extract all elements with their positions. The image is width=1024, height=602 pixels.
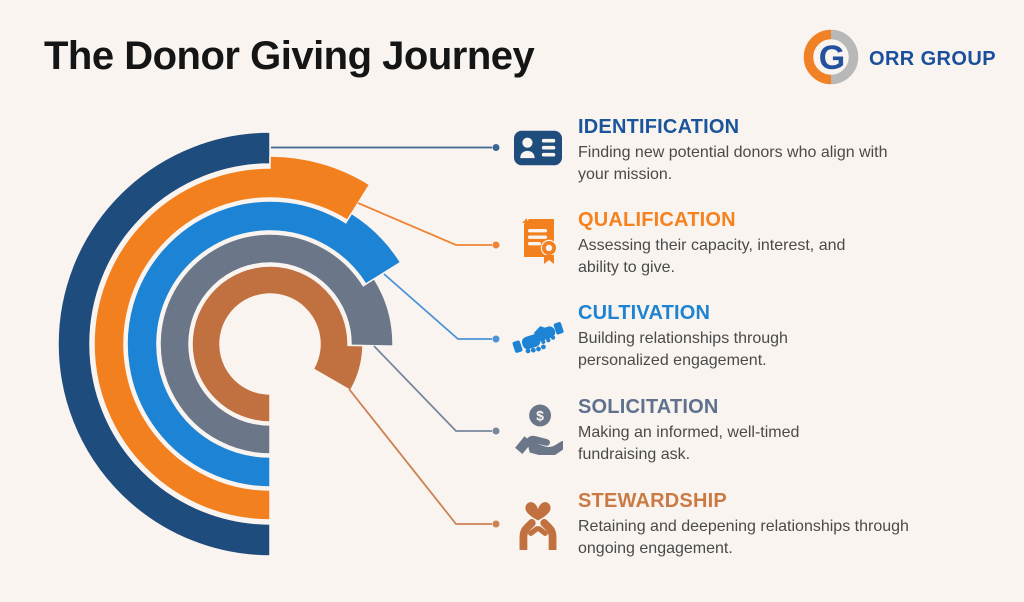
connector-dot-identification [492,144,500,151]
arc-solicitation [159,233,394,455]
brand-logo: G ORR GROUP [803,29,996,90]
stage-stewardship: STEWARDSHIP Retaining and deepening rela… [512,490,982,559]
id-card-icon [512,122,564,174]
connector-line-cultivation [383,273,492,340]
connector-dot-qualification [492,241,500,249]
connector-dot-stewardship [492,520,500,528]
stage-title: IDENTIFICATION [578,116,740,138]
hands-heart-icon [512,498,564,550]
stage-description: Making an informed, well-timed fundraisi… [578,424,800,463]
svg-text:G: G [819,39,845,77]
stage-qualification: QUALIFICATION Assessing their capacity, … [512,209,982,278]
stage-title: STEWARDSHIP [578,490,727,512]
connector-dot-cultivation [492,335,500,343]
stage-description: Finding new potential donors who align w… [578,144,888,183]
arc-cultivation [126,200,402,488]
stage-description: Assessing their capacity, interest, and … [578,237,846,276]
arc-identification [57,131,271,557]
stage-title: CULTIVATION [578,302,711,324]
stage-description: Building relationships through personali… [578,330,788,369]
orr-group-logo-icon: G [803,29,859,90]
handshake-icon [512,312,564,364]
stage-description: Retaining and deepening relationships th… [578,518,909,557]
page-title: The Donor Giving Journey [44,34,535,78]
stage-solicitation: $ SOLICITATION Making an informed, well-… [512,396,982,465]
connector-line-stewardship [348,388,492,525]
arc-qualification [93,155,371,521]
certificate-icon [512,215,564,267]
stage-title: SOLICITATION [578,396,719,418]
hand-dollar-icon: $ [512,403,564,455]
brand-name: ORR GROUP [869,48,996,70]
svg-text:$: $ [536,408,544,424]
arc-stewardship [191,265,364,423]
connector-line-solicitation [373,345,492,432]
stage-title: QUALIFICATION [578,209,736,231]
connector-dot-solicitation [492,427,500,435]
stage-cultivation: CULTIVATION Building relationships throu… [512,302,982,371]
stage-identification: IDENTIFICATION Finding new potential don… [512,116,982,185]
connector-line-qualification [357,202,492,246]
